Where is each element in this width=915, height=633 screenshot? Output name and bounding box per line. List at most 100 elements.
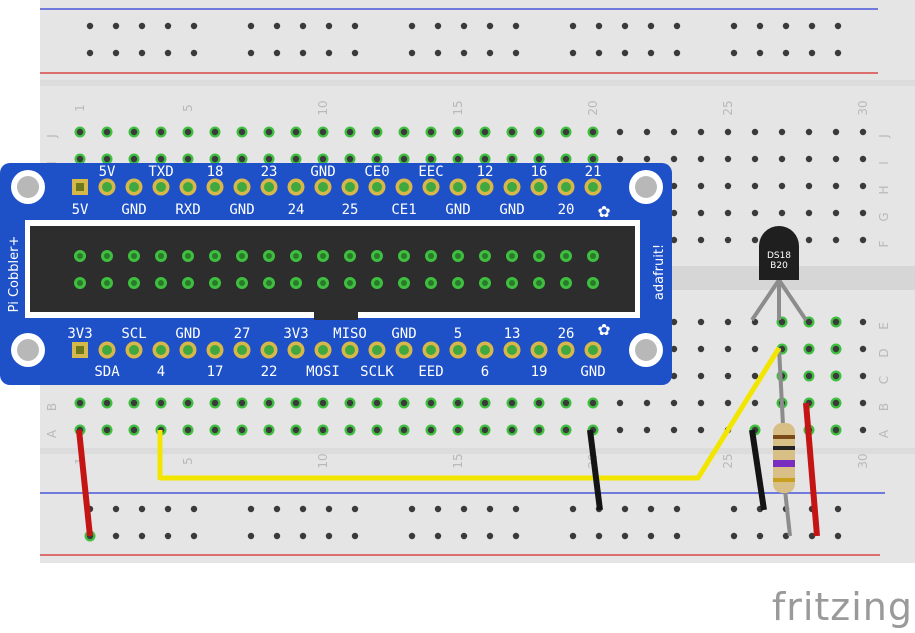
column-number-top: 30 [856,100,870,115]
rail-hole [512,22,520,30]
cobbler-pin [449,178,467,196]
row-letter: G [877,212,891,221]
pin-label-top: 18 [207,164,224,180]
rail-hole [647,505,655,513]
column-number-top: 20 [586,100,600,115]
pin-label-third: 26 [558,326,575,342]
breadboard-hole [697,426,705,434]
pin-label-second: GND [121,202,146,218]
cobbler-pin [368,341,386,359]
pin-label-top: 5V [99,164,116,180]
rail-hole [273,22,281,30]
cobbler-side-label: Pi Cobbler+ [7,236,22,313]
header-pin [560,250,572,262]
rail-hole [434,49,442,57]
row-letter: A [45,429,59,438]
ds18b20-sensor: DS18 B20 [750,226,808,322]
breadboard-hole [643,399,651,407]
breadboard-hole [724,155,732,163]
rail-hole [164,505,172,513]
breadboard-hole [182,397,194,409]
header-pin [506,250,518,262]
header-pin [587,277,599,289]
rail-hole [673,49,681,57]
sensor-label-line1: DS18 [767,251,791,261]
rail-hole [486,505,494,513]
breadboard-hole [697,182,705,190]
rail-hole [834,22,842,30]
rail-hole [808,22,816,30]
breadboard-hole [751,399,759,407]
row-letter: B [45,403,59,411]
rail-hole [673,505,681,513]
rail-hole [325,22,333,30]
breadboard-hole [724,236,732,244]
breadboard-rail-divider-bottom [40,448,915,454]
rail-hole [621,532,629,540]
breadboard-hole [236,126,248,138]
cobbler-pin [260,178,278,196]
breadboard-hole [74,153,86,165]
rail-hole [569,49,577,57]
header-pin [236,277,248,289]
flower-logo-bottom: ✿ [598,316,610,340]
breadboard-hole [344,126,356,138]
breadboard-hole [670,318,678,326]
header-pin [533,250,545,262]
cobbler-pin [72,179,88,195]
breadboard-hole [533,153,545,165]
breadboard-hole [506,153,518,165]
header-pin [290,250,302,262]
breadboard-hole [697,372,705,380]
breadboard-hole [670,372,678,380]
breadboard-hole [452,126,464,138]
rail-hole [247,505,255,513]
rail-hole [247,49,255,57]
breadboard-hole [371,153,383,165]
breadboard-hole [859,345,867,353]
pin-label-top: 12 [477,164,494,180]
column-number-top: 5 [181,104,195,112]
breadboard-hole [182,126,194,138]
column-number-bottom: 15 [451,453,465,468]
breadboard-hole [616,426,624,434]
rail-hole [190,532,198,540]
pin-label-second: GND [445,202,470,218]
rail-hole [408,22,416,30]
breadboard-hole [155,126,167,138]
breadboard-hole [859,372,867,380]
breadboard-hole [778,182,786,190]
rail-hole [756,49,764,57]
header-pin [587,250,599,262]
breadboard-hole [128,126,140,138]
cobbler-pin [341,341,359,359]
breadboard-hole [263,397,275,409]
breadboard-hole [697,128,705,136]
header-pin [128,277,140,289]
breadboard-hole [560,397,572,409]
header-pin [290,277,302,289]
breadboard-hole [533,397,545,409]
pin-label-bottom: MOSI [306,364,340,380]
rail-hole [247,532,255,540]
breadboard-hole [751,209,759,217]
rail-hole [273,532,281,540]
breadboard-hole [101,397,113,409]
header-pin [344,250,356,262]
breadboard-hole [560,153,572,165]
rail-hole [408,505,416,513]
cobbler-pin [287,341,305,359]
rail-hole [569,532,577,540]
rail-hole [730,22,738,30]
breadboard-hole [830,316,842,328]
row-letter: F [877,240,891,247]
pin-label-top: 21 [585,164,602,180]
header-pin [425,277,437,289]
cobbler-pin [125,178,143,196]
rail-hole [486,49,494,57]
rail-hole [86,49,94,57]
cobbler-pin [476,178,494,196]
rail-hole [460,532,468,540]
breadboard-hole [425,397,437,409]
cobbler-pin [530,178,548,196]
